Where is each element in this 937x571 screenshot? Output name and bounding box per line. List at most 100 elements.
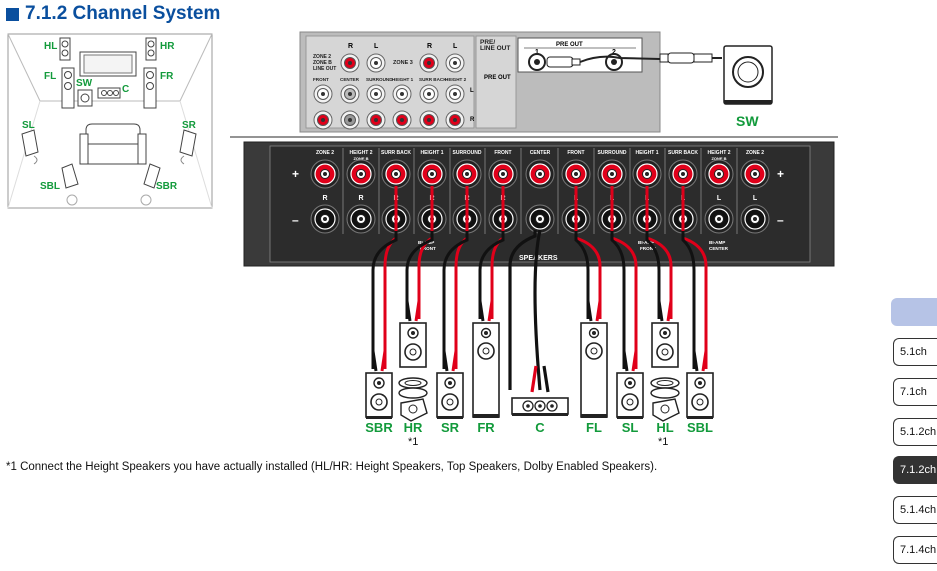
- room-label-sl: SL: [22, 120, 35, 131]
- nav-tab-7-1ch[interactable]: 7.1ch: [893, 378, 937, 406]
- speaker-note-hl: *1: [658, 436, 668, 448]
- speaker-label-hl: HL: [656, 420, 673, 435]
- terminal-header-3: HEIGHT 1: [420, 150, 443, 156]
- terminal-header-2: SURR BACK: [381, 150, 411, 156]
- panel-plus-right: +: [777, 167, 784, 181]
- panel-minus-left: –: [292, 213, 299, 227]
- preout-sub-label: PRE OUT: [484, 75, 511, 81]
- nav-tab-5-1-2ch[interactable]: 5.1.2ch: [893, 418, 937, 446]
- preout-channel-label-4: SURR BACK: [419, 77, 447, 82]
- speaker-fr: [472, 322, 500, 418]
- pre-out-box-label: PRE OUT: [556, 42, 583, 48]
- lineout-label: LINE OUT: [313, 66, 336, 72]
- line-out-label: LINE OUT: [480, 45, 510, 52]
- speaker-wires: [371, 186, 708, 393]
- speaker-label-fr: FR: [477, 420, 495, 435]
- preout-r-label-1: R: [348, 43, 353, 50]
- biamp-front-label-left-2: FRONT: [420, 246, 436, 251]
- room-label-sw: SW: [76, 78, 93, 89]
- biamp-center-label: BI-AMP: [709, 240, 725, 245]
- nav-tab-7-1-4ch[interactable]: 7.1.4ch: [893, 536, 937, 564]
- pre-out-port-1: 1: [535, 49, 539, 56]
- room-label-hl: HL: [44, 41, 57, 52]
- room-speaker-hr: [145, 37, 157, 61]
- room-speaker-hl: [59, 37, 71, 61]
- page-title-text: 7.1.2 Channel System: [25, 3, 221, 24]
- pre-out-port-2: 2: [612, 49, 616, 56]
- speaker-fl: [580, 322, 608, 418]
- zone-b-label-right: ZONE B: [711, 156, 726, 161]
- terminal-header-6: CENTER: [530, 150, 551, 156]
- title-square-icon: [6, 7, 19, 21]
- zone-b-label-left: ZONE B: [353, 156, 368, 161]
- terminal-rl-1: R: [358, 195, 363, 202]
- zone2-lineout-label: ZONE 2: [313, 54, 331, 60]
- speaker-label-sl: SL: [622, 420, 639, 435]
- speaker-sr: [436, 372, 464, 419]
- speaker-c: [511, 397, 569, 416]
- room-label-sbr: SBR: [156, 181, 178, 192]
- page-title: 7.1.2 Channel System: [6, 2, 220, 26]
- terminal-header-11: HEIGHT 2: [707, 150, 730, 156]
- nav-tab-5-1-4ch[interactable]: 5.1.4ch: [893, 496, 937, 524]
- terminal-rl-12: L: [753, 195, 758, 202]
- room-speaker-sr: [179, 129, 197, 165]
- room-speaker-c: [97, 87, 121, 99]
- speaker-label-sr: SR: [441, 420, 460, 435]
- speaker-sbr: [365, 372, 393, 419]
- speaker-label-sbl: SBL: [687, 420, 713, 435]
- preout-channel-label-0: FRONT: [313, 77, 329, 82]
- zone3-label: ZONE 3: [393, 60, 413, 66]
- preout-channel-label-1: CENTER: [340, 77, 360, 82]
- terminal-rl-11: L: [717, 195, 722, 202]
- nav-tab-7-1-2ch[interactable]: 7.1.2ch: [893, 456, 937, 484]
- speaker-label-sbr: SBR: [365, 420, 393, 435]
- terminal-header-9: HEIGHT 1: [635, 150, 658, 156]
- room-speaker-sbr: [140, 163, 161, 206]
- panel-plus-left: +: [292, 167, 299, 181]
- preout-l-side: L: [470, 88, 474, 94]
- room-speaker-sbl: [61, 163, 79, 206]
- speaker-terminal-panel: + – + – ZONE 2 HEIGHT 2 SURR BACK HEIGHT 1 S…: [243, 141, 835, 267]
- speaker-label-hr: HR: [404, 420, 423, 435]
- speaker-row: [365, 322, 714, 422]
- zone-b-lineout-label: ZONE B: [313, 60, 332, 66]
- speaker-hr: [398, 322, 428, 422]
- preout-channel-label-3: HEIGHT 1: [392, 77, 414, 82]
- preout-r-side: R: [470, 117, 475, 123]
- room-label-fl: FL: [44, 71, 56, 82]
- room-label-hr: HR: [160, 41, 175, 52]
- preout-r-label-2: R: [427, 43, 432, 50]
- speakers-panel-label: SPEAKERS: [519, 255, 558, 262]
- pre-line-out-label: PRE/: [480, 39, 495, 46]
- speaker-label-c: C: [535, 420, 545, 435]
- preout-channel-label-2: SURROUND: [366, 77, 393, 82]
- preout-l-label-1: L: [374, 43, 379, 50]
- wiring-diagram: HL HR FL FR SW C SL SR SBL SBR ZONE 2 ZO…: [7, 31, 838, 448]
- preout-channel-label-5: HEIGHT 2: [445, 77, 467, 82]
- room-label-sr: SR: [182, 120, 197, 131]
- room-speaker-sl: [21, 129, 39, 165]
- nav-tab-5-1ch[interactable]: 5.1ch: [893, 338, 937, 366]
- terminal-header-12: ZONE 2: [746, 150, 764, 156]
- nav-header-tab: [891, 298, 937, 326]
- biamp-front-label-right-2: FRONT: [640, 246, 656, 251]
- speaker-sbl: [686, 372, 714, 419]
- room-speaker-fr: [143, 67, 157, 109]
- terminal-header-8: SURROUND: [598, 150, 627, 156]
- room-label-fr: FR: [160, 71, 174, 82]
- terminal-header-1: HEIGHT 2: [349, 150, 372, 156]
- room-label-sbl: SBL: [40, 181, 60, 192]
- speaker-hl: [650, 322, 680, 422]
- terminal-header-7: FRONT: [567, 150, 584, 156]
- speaker-note-hr: *1: [408, 436, 418, 448]
- room-layout: HL HR FL FR SW C SL SR SBL SBR: [7, 33, 213, 209]
- preout-panel: ZONE 2 ZONE B LINE OUT ZONE 3 PRE/ LINE …: [299, 31, 722, 133]
- terminal-header-4: SURROUND: [453, 150, 482, 156]
- subwoofer-label: SW: [736, 113, 759, 129]
- panel-minus-right: –: [777, 213, 784, 227]
- room-label-c: C: [122, 84, 129, 95]
- room-sofa: [79, 123, 147, 165]
- terminal-header-5: FRONT: [494, 150, 511, 156]
- biamp-front-label-right: BI-AMP: [638, 240, 654, 245]
